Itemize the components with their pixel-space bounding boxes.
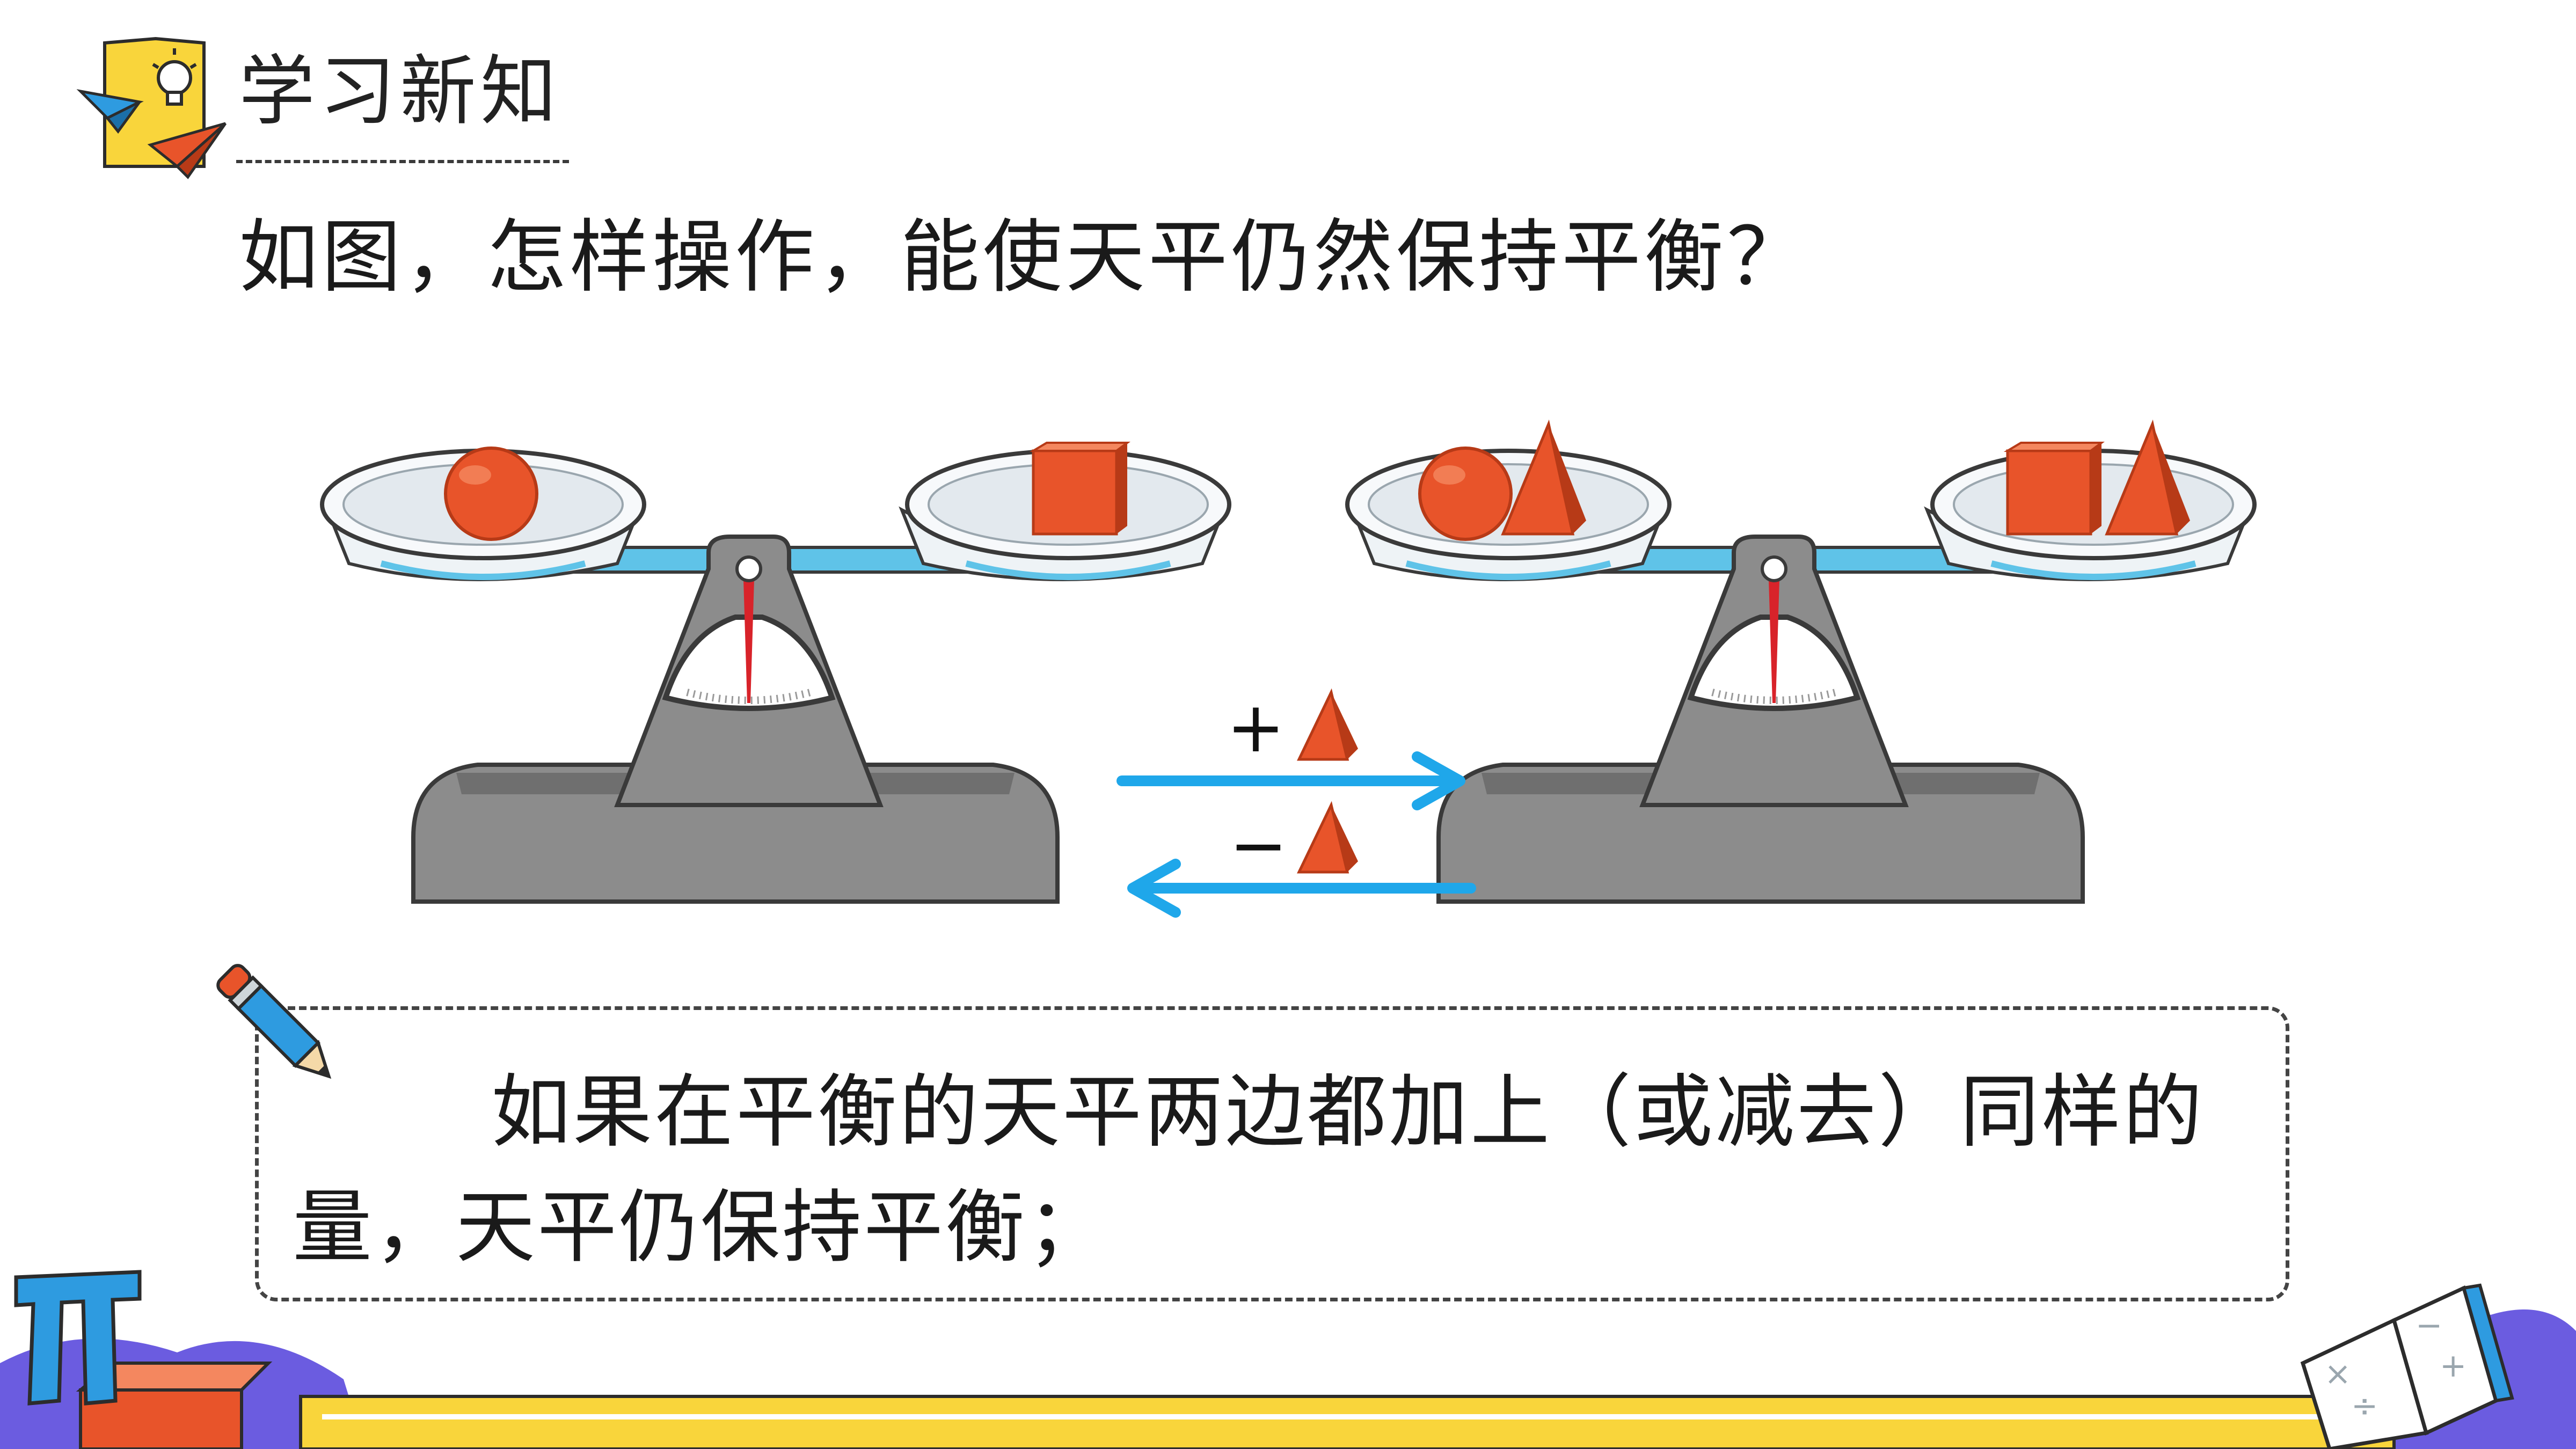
- add-operation-label: +: [1227, 686, 1285, 768]
- open-book-icon: × ÷ − +: [2300, 1283, 2514, 1449]
- svg-text:+: +: [2440, 1347, 2466, 1385]
- question-text: 如图，怎样操作，能使天平仍然保持平衡？: [239, 211, 1809, 303]
- conclusion-text: 如果在平衡的天平两边都加上（或减去）同样的量，天平仍保持平衡；: [293, 1066, 2205, 1274]
- sphere-weight: [1418, 447, 1513, 541]
- balance-scale-right: [1345, 419, 2257, 904]
- pyramid-add-icon: [1297, 688, 1358, 761]
- sphere-weight: [444, 447, 538, 541]
- arrow-left-icon: [1127, 859, 1476, 918]
- section-title-underline: [236, 160, 569, 163]
- pi-symbol-icon: [14, 1270, 142, 1406]
- arrow-right-icon: [1116, 751, 1465, 810]
- lightbulb-icon: [152, 48, 197, 106]
- scale-base: [1436, 763, 2085, 904]
- bottom-decoration: × ÷ − +: [0, 1270, 2576, 1449]
- subtract-operation-label: −: [1229, 804, 1288, 886]
- svg-text:−: −: [2416, 1307, 2442, 1344]
- svg-text:×: ×: [2324, 1355, 2351, 1393]
- pyramid-weight: [2105, 419, 2190, 536]
- svg-text:÷: ÷: [2351, 1387, 2378, 1425]
- scale-pan-left: [1345, 449, 1672, 581]
- paper-plane-icon: [76, 89, 144, 134]
- cube-weight: [2003, 442, 2105, 536]
- section-title: 学习新知: [239, 47, 561, 136]
- scale-needle: [1769, 580, 1779, 703]
- pencil-icon: [216, 964, 332, 1079]
- paper-plane-icon: [147, 122, 227, 179]
- pyramid-weight: [1501, 419, 1586, 536]
- cube-weight: [1029, 442, 1130, 536]
- conclusion-box: [255, 1006, 2289, 1301]
- scale-needle: [743, 580, 754, 703]
- balance-scale-left: [320, 442, 1231, 904]
- pyramid-subtract-icon: [1297, 801, 1358, 874]
- section-logo-icon: [76, 36, 227, 179]
- scale-base: [411, 763, 1060, 904]
